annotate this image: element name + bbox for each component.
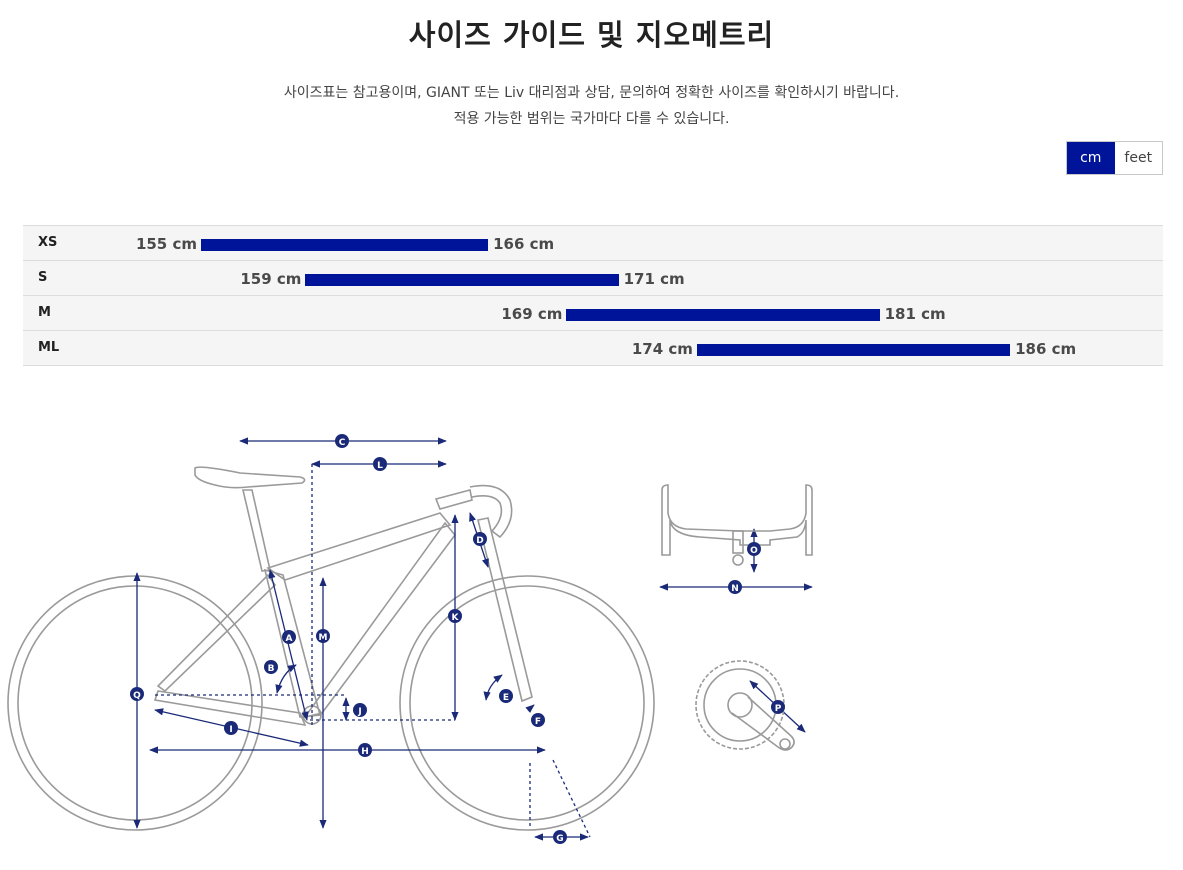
size-chart: XS 155 cm 166 cm S 159 cm 171 cm M 169 c…	[23, 225, 1163, 366]
size-max-label: 166 cm	[493, 235, 555, 253]
rear-wheel-outer	[7, 575, 263, 831]
seat-post	[241, 489, 271, 572]
size-label: S	[38, 270, 48, 285]
label-f-marker: F	[531, 713, 545, 727]
label-g: G	[556, 834, 563, 844]
label-k-marker: K	[448, 609, 462, 623]
unit-cm-button[interactable]: cm	[1067, 142, 1115, 174]
label-l-marker: L	[373, 457, 387, 471]
size-row-ml: ML 174 cm 186 cm	[23, 330, 1163, 366]
size-min-label: 155 cm	[135, 235, 197, 253]
size-row-m: M 169 cm 181 cm	[23, 295, 1163, 330]
label-a: A	[286, 634, 293, 644]
label-n: N	[731, 584, 739, 594]
label-o-marker: O	[747, 542, 761, 556]
front-wheel-outer	[399, 575, 655, 831]
front-wheel-inner	[409, 585, 645, 821]
label-m-marker: M	[316, 629, 330, 643]
geometry-label-markers: C L D K A M B Q E J F I H G O N P	[130, 434, 785, 844]
size-max-label: 181 cm	[884, 305, 946, 323]
size-range-bar	[305, 274, 619, 286]
rear-wheel-inner	[17, 585, 253, 821]
size-range-bar	[201, 239, 489, 251]
size-range-bar	[696, 344, 1011, 356]
label-i: I	[229, 725, 232, 735]
down-tube	[303, 521, 457, 719]
label-n-marker: N	[728, 580, 742, 594]
label-b-marker: B	[264, 660, 278, 674]
label-i-marker: I	[224, 721, 238, 735]
size-min-label: 169 cm	[501, 305, 563, 323]
label-q: Q	[133, 691, 141, 701]
label-j-marker: J	[353, 703, 367, 717]
label-q-marker: Q	[130, 687, 144, 701]
size-min-label: 159 cm	[240, 270, 302, 288]
label-g-marker: G	[553, 830, 567, 844]
label-h-marker: H	[358, 743, 372, 757]
size-range-bar	[566, 309, 880, 321]
size-row-s: S 159 cm 171 cm	[23, 260, 1163, 295]
label-h: H	[361, 747, 369, 757]
geometry-diagram: C L D K A M B Q E J F I H G O N P	[7, 434, 813, 844]
size-max-label: 186 cm	[1015, 340, 1077, 358]
label-j: J	[357, 707, 361, 717]
label-p-marker: P	[771, 700, 785, 714]
label-a-marker: A	[282, 630, 296, 644]
fork	[477, 517, 533, 703]
size-max-label: 171 cm	[623, 270, 685, 288]
size-label: M	[38, 305, 51, 320]
page-title: 사이즈 가이드 및 지오메트리	[408, 18, 775, 52]
label-e-marker: E	[499, 689, 513, 703]
label-p: P	[775, 704, 782, 714]
handlebar-front-view	[661, 484, 813, 566]
size-label: XS	[38, 235, 58, 250]
label-e: E	[503, 693, 509, 703]
unit-feet-button[interactable]: feet	[1114, 142, 1162, 174]
label-b: B	[268, 664, 275, 674]
label-d: D	[476, 536, 483, 546]
top-tube	[266, 512, 452, 581]
unit-toggle: cm feet	[1066, 141, 1163, 175]
description-line-1: 사이즈표는 참고용이며, GIANT 또는 Liv 대리점과 상담, 문의하여 …	[283, 85, 900, 101]
label-k: K	[452, 613, 460, 623]
size-min-label: 174 cm	[631, 340, 693, 358]
saddle	[194, 466, 306, 489]
label-f: F	[535, 717, 541, 727]
description-line-2: 적용 가능한 범위는 국가마다 다를 수 있습니다.	[453, 111, 730, 127]
label-c: C	[339, 438, 346, 448]
label-m: M	[319, 633, 328, 643]
label-c-marker: C	[335, 434, 349, 448]
stem	[434, 489, 473, 510]
bike-illustration	[7, 466, 655, 831]
size-row-xs: XS 155 cm 166 cm	[23, 225, 1163, 260]
label-l: L	[377, 461, 383, 471]
handlebar	[469, 484, 513, 539]
chain-stay	[153, 690, 307, 727]
size-label: ML	[38, 340, 60, 355]
label-o: O	[750, 546, 758, 556]
label-d-marker: D	[473, 532, 487, 546]
